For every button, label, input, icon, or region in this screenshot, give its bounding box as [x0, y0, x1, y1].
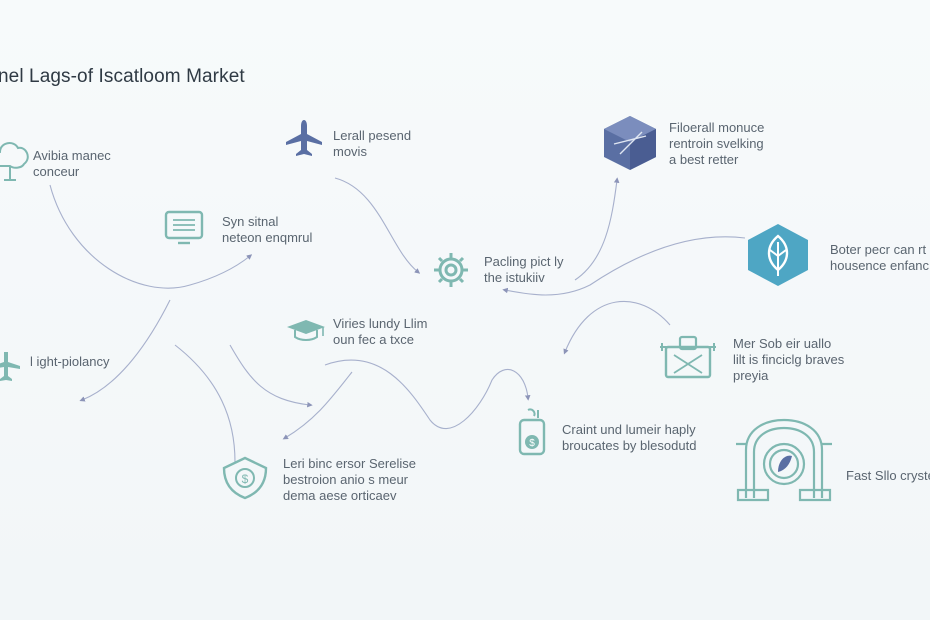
node-viries: Viries lundy Llim oun fec a txce — [333, 316, 427, 348]
node-line: movis — [333, 144, 367, 159]
node-line: housence enfanc — [830, 258, 930, 273]
toolbox-icon — [660, 333, 716, 384]
node-line: Lerall pesend — [333, 128, 412, 143]
node-line: l ight-piolancy — [30, 354, 110, 369]
node-line: dema aese orticaev — [283, 488, 397, 503]
cube-icon — [602, 114, 658, 177]
node-line: Mer Sob eir uallo — [733, 336, 832, 351]
arch-emblem-icon — [734, 416, 834, 509]
node-lerall: Lerall pesend movis — [333, 128, 411, 160]
connector-1 — [49, 184, 253, 289]
tree-icon — [0, 136, 32, 189]
node-line: Craint und lumeir haply — [562, 422, 696, 437]
connector-2 — [334, 177, 421, 274]
node-line: Pacling pict ly — [484, 254, 564, 269]
node-line: broucates by blesodutd — [562, 438, 697, 453]
node-mer: Mer Sob eir uallo lilt is finciclg brave… — [733, 336, 844, 384]
node-line: Avibia manec — [33, 148, 111, 163]
node-avibia: Avibia manec conceur — [33, 148, 111, 180]
node-line: the istukiiv — [484, 270, 545, 285]
node-line: Viries lundy Llim — [333, 316, 428, 331]
connector-4 — [502, 236, 746, 296]
connector-5 — [79, 299, 171, 402]
node-leri: Leri binc ersor Serelise bestroion anio … — [283, 456, 416, 504]
connector-10 — [324, 359, 531, 429]
node-line: Syn sitnal — [222, 214, 279, 229]
money-jar-icon: $ — [516, 408, 548, 461]
node-line: lilt is finciclg braves — [733, 352, 845, 367]
node-fast: Fast Sllo cryste — [846, 468, 930, 484]
node-light: l ight-piolancy — [30, 354, 110, 370]
node-line: Fast Sllo cryste — [846, 468, 930, 483]
node-line: a best retter — [669, 152, 739, 167]
svg-text:$: $ — [242, 472, 249, 486]
connector-6 — [563, 301, 671, 355]
node-line: Filoerall monuce — [669, 120, 765, 135]
node-pacling: Pacling pict ly the istukiiv — [484, 254, 563, 286]
connector-8 — [174, 344, 236, 463]
diagram-title: nel Lags-of Iscatloom Market — [0, 66, 245, 87]
svg-text:$: $ — [529, 438, 535, 449]
connector-9 — [282, 371, 353, 440]
plane-small-icon — [0, 350, 22, 387]
node-line: preyia — [733, 368, 769, 383]
connector-7 — [229, 344, 313, 408]
node-line: conceur — [33, 164, 80, 179]
airplane-icon — [284, 118, 324, 163]
node-craint: Craint und lumeir haply broucates by ble… — [562, 422, 696, 454]
node-line: bestroion anio s meur — [283, 472, 409, 487]
node-syn: Syn sitnal neteon enqmrul — [222, 214, 312, 246]
gear-icon — [432, 251, 470, 294]
node-line: oun fec a txce — [333, 332, 414, 347]
node-filoerall: Filoerall monuce rentroin svelking a bes… — [669, 120, 764, 168]
node-line: neteon enqmrul — [222, 230, 313, 245]
node-line: Leri binc ersor Serelise — [283, 456, 416, 471]
connector-3 — [574, 177, 620, 281]
leaf-hexagon-icon — [746, 222, 810, 293]
monitor-icon — [164, 210, 204, 251]
node-line: rentroin svelking — [669, 136, 764, 151]
shield-dollar-icon: $ — [222, 456, 268, 505]
graduation-cap-icon — [285, 318, 327, 347]
node-line: Boter pecr can rt — [830, 242, 927, 257]
node-boter: Boter pecr can rt housence enfanc — [830, 242, 929, 274]
